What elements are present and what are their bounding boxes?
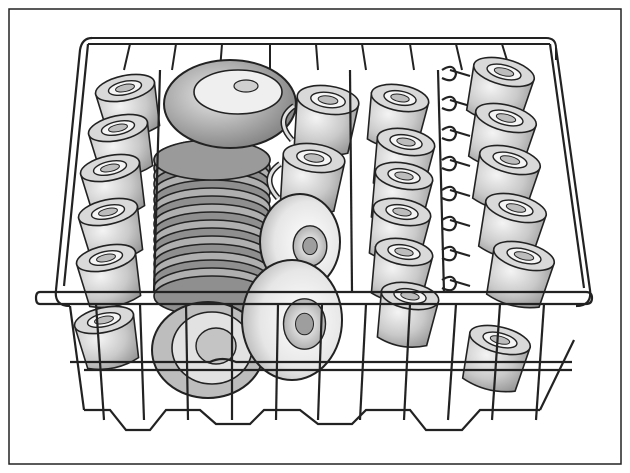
mug-2: [266, 161, 282, 201]
saucer-2: [241, 259, 343, 381]
mug-1-body: [293, 84, 360, 156]
mug-1: [280, 103, 296, 143]
cup-shelf-hooks: [441, 65, 471, 292]
rack-front-wires: [34, 36, 594, 432]
cup-left-6: [73, 305, 140, 371]
cup-right-6: [461, 324, 532, 393]
rack-contents: [73, 56, 556, 399]
cup-left-5: [75, 243, 142, 309]
bowl-top: [163, 59, 297, 149]
rack-back-wires: [88, 37, 557, 71]
